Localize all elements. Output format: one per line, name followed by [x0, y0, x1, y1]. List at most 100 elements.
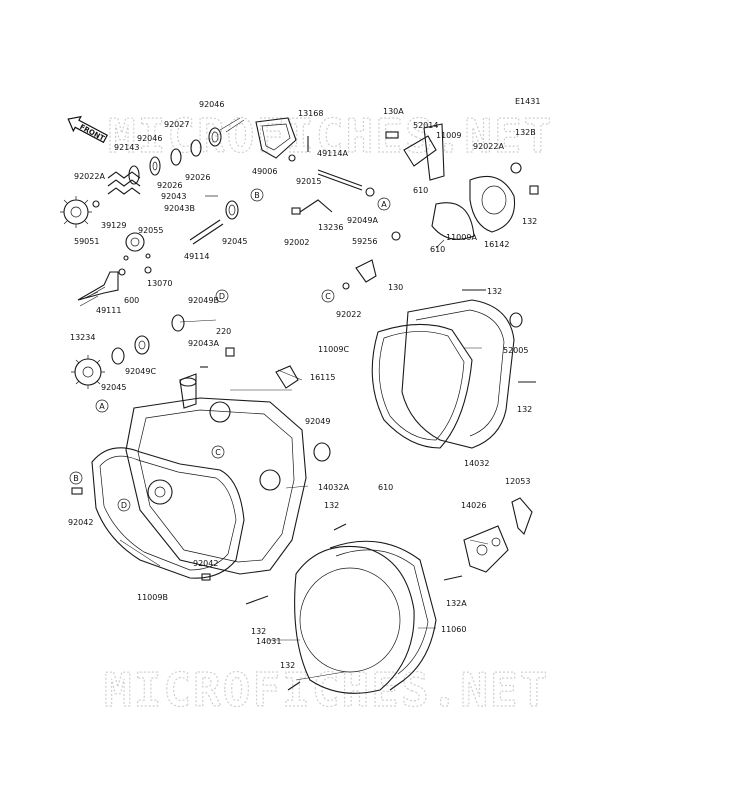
label-92022a: 92022A: [74, 172, 105, 181]
label-132: 132: [487, 287, 502, 296]
label-600: 600: [124, 296, 139, 305]
label-92045: 92045: [222, 237, 247, 246]
impeller-13070: [118, 232, 152, 276]
label-13236: 13236: [318, 223, 343, 232]
label-92049b: 92049B: [188, 296, 219, 305]
diagram-code: E1431: [515, 97, 540, 106]
shaft-49114: [189, 195, 224, 245]
label-130a: 130A: [383, 107, 404, 116]
label-92015: 92015: [296, 177, 321, 186]
label-52005: 52005: [503, 346, 528, 355]
svg-text:B: B: [73, 474, 79, 483]
label-14026: 14026: [461, 501, 486, 510]
label-59256: 59256: [352, 237, 377, 246]
label-49111: 49111: [96, 306, 121, 315]
label-92022a: 92022A: [473, 142, 504, 151]
label-92043b: 92043B: [164, 204, 195, 213]
crankcase-cover-14032a: [125, 365, 331, 575]
label-92143: 92143: [114, 143, 139, 152]
label-12053: 12053: [505, 477, 530, 486]
gear-59051: [60, 196, 92, 228]
label-14032a: 14032A: [318, 483, 349, 492]
label-610: 610: [413, 186, 428, 195]
front-label: FRONT: [78, 123, 106, 143]
gear-13234: [71, 355, 105, 389]
svg-text:D: D: [219, 292, 225, 301]
label-11009: 11009: [436, 131, 461, 140]
label-92026: 92026: [157, 181, 182, 190]
label-13168: 13168: [298, 109, 323, 118]
seal-92049b: [171, 314, 185, 332]
magneto-cover-14031: [294, 545, 415, 694]
label-11009b: 11009B: [137, 593, 168, 602]
bearings-lower-left: [111, 335, 235, 368]
label-92027: 92027: [164, 120, 189, 129]
label-132: 132: [517, 405, 532, 414]
bearing-92045-upper: [225, 200, 239, 220]
label-92049: 92049: [305, 417, 330, 426]
label-92042: 92042: [68, 518, 93, 527]
spring-39129: [107, 171, 141, 195]
label-49114: 49114: [184, 252, 209, 261]
label-130: 130: [388, 283, 403, 292]
label-132a: 132A: [446, 599, 467, 608]
label-92049a: 92049A: [347, 216, 378, 225]
front-arrow-icon: FRONT: [67, 115, 109, 144]
label-220: 220: [216, 327, 231, 336]
clutch-cover-14032: [401, 299, 515, 449]
lever-49114a: [291, 169, 375, 215]
label-132: 132: [251, 627, 266, 636]
label-11009c: 11009C: [318, 345, 349, 354]
label-132: 132: [324, 501, 339, 510]
label-52014: 52014: [413, 121, 438, 130]
svg-text:A: A: [99, 402, 105, 411]
bracket-14026: [463, 525, 509, 573]
gasket-11060: [329, 540, 437, 691]
label-11009a: 11009A: [446, 233, 477, 242]
label-132b: 132B: [515, 128, 536, 137]
label-92055: 92055: [138, 226, 163, 235]
label-92045: 92045: [101, 383, 126, 392]
label-13234: 13234: [70, 333, 95, 342]
label-13070: 13070: [147, 279, 172, 288]
label-132: 132: [280, 661, 295, 670]
label-49006: 49006: [252, 167, 277, 176]
label-92043a: 92043A: [188, 339, 219, 348]
label-92046: 92046: [199, 100, 224, 109]
ref-circles: B D A C A C B D: [69, 188, 391, 512]
washer-stack: [92, 127, 222, 208]
svg-text:A: A: [381, 200, 387, 209]
pump-housing-49006: [255, 117, 309, 162]
label-39129: 39129: [101, 221, 126, 230]
label-92002: 92002: [284, 238, 309, 247]
gasket-11009c: [371, 323, 473, 449]
leader-lines: [79, 117, 489, 681]
label-59051: 59051: [74, 237, 99, 246]
label-49114a: 49114A: [317, 149, 348, 158]
label-610: 610: [378, 483, 393, 492]
label-16142: 16142: [484, 240, 509, 249]
label-92022: 92022: [336, 310, 361, 319]
bolts-lower: [71, 487, 463, 691]
label-132: 132: [522, 217, 537, 226]
label-92046: 92046: [137, 134, 162, 143]
svg-text:C: C: [215, 448, 221, 457]
watermark-bottom: MICROFICHES.NET: [104, 663, 549, 717]
label-92042: 92042: [193, 559, 218, 568]
label-610: 610: [430, 245, 445, 254]
svg-text:B: B: [254, 191, 260, 200]
shaft-49111: [77, 271, 119, 301]
label-11060: 11060: [441, 625, 466, 634]
bracket-59256: [342, 231, 401, 290]
gasket-11009b: [91, 447, 245, 579]
label-92026: 92026: [185, 173, 210, 182]
svg-text:D: D: [121, 501, 127, 510]
svg-text:C: C: [325, 292, 331, 301]
label-92043: 92043: [161, 192, 186, 201]
label-92049c: 92049C: [125, 367, 156, 376]
bolt-132-right: [462, 289, 536, 383]
label-16115: 16115: [310, 373, 335, 382]
label-14032: 14032: [464, 459, 489, 468]
watermark-top: MICROFICHES.NET: [108, 109, 553, 163]
